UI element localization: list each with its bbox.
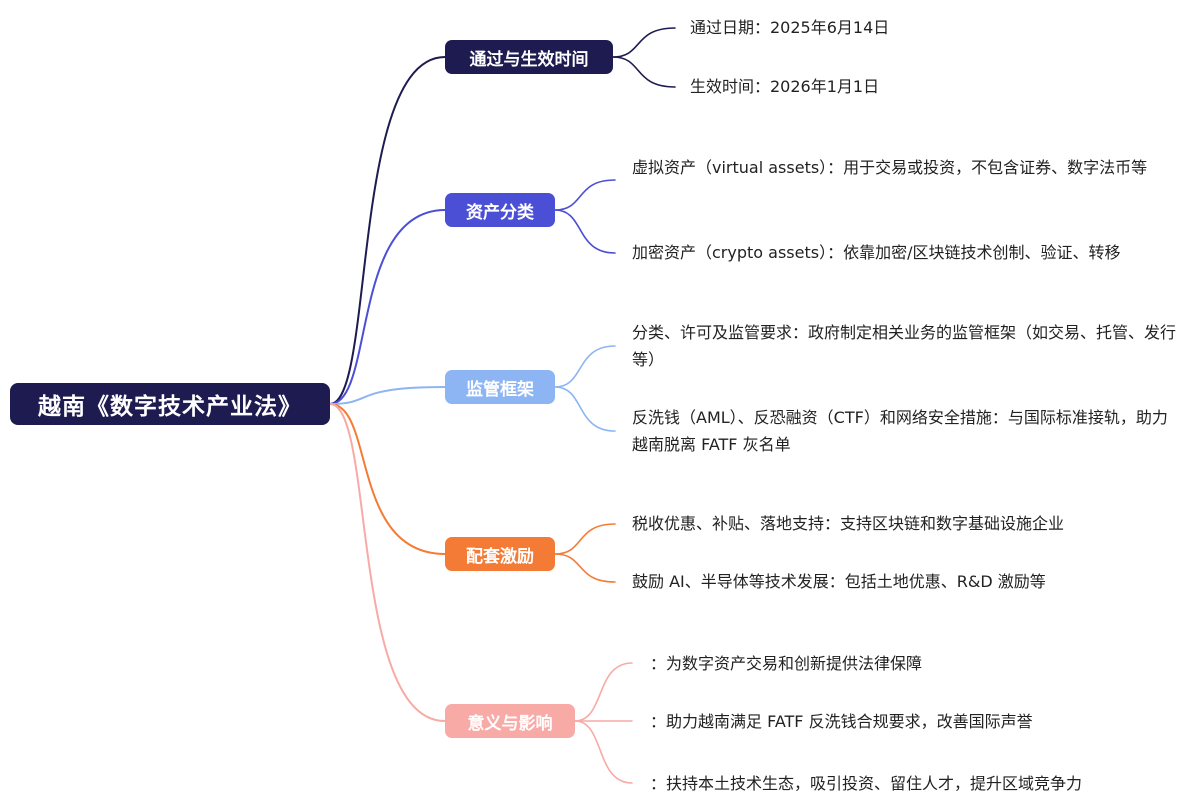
leaf-passed-date[interactable]: 通过日期：2025年6月14日 [690, 18, 890, 37]
leaf-tax-subsidies[interactable]: 税收优惠、补贴、落地支持：支持区块链和数字基础设施企业 [632, 514, 1065, 533]
leaf-link-3-1 [554, 553, 616, 583]
leaf-link-2-0 [554, 345, 616, 388]
leaf-legal-guarantee[interactable]: ：为数字资产交易和创新提供法律保障 [650, 654, 923, 673]
leaf-fatf-compliance[interactable]: ：助力越南满足 FATF 反洗钱合规要求，改善国际声誉 [650, 712, 1033, 731]
leaf-virtual-assets[interactable]: 虚拟资产（virtual assets）：用于交易或投资，不包含证券、数字法币等 [632, 158, 1148, 177]
leaf-link-1-1 [554, 209, 616, 254]
root-topic[interactable]: 越南《数字技术产业法》 [10, 383, 330, 425]
leaf-crypto-assets[interactable]: 加密资产（crypto assets）：依靠加密/区块链技术创制、验证、转移 [632, 243, 1121, 262]
root-link-4 [329, 403, 446, 722]
branch-significance[interactable]: 意义与影响 [445, 704, 575, 738]
leaf-local-ecosystem[interactable]: ：扶持本土技术生态，吸引投资、留住人才，提升区域竞争力 [650, 774, 1083, 793]
leaf-licensing-requirements[interactable]: 分类、许可及监管要求：政府制定相关业务的监管框架（如交易、托管、发行等） [632, 323, 1177, 369]
leaf-link-4-2 [574, 720, 633, 784]
leaf-ai-semiconductor[interactable]: 鼓励 AI、半导体等技术发展：包括土地优惠、R&D 激励等 [632, 572, 1046, 591]
branch-asset-classification[interactable]: 资产分类 [445, 193, 555, 227]
root-link-3 [329, 403, 446, 555]
leaf-effective-date[interactable]: 生效时间：2026年1月1日 [690, 77, 880, 96]
leaf-link-0-1 [612, 56, 676, 88]
root-link-2 [329, 386, 446, 405]
leaf-link-0-0 [612, 27, 676, 58]
leaf-aml-ctf-measures[interactable]: 反洗钱（AML）、反恐融资（CTF）和网络安全措施：与国际标准接轨，助力越南脱离… [632, 408, 1168, 454]
leaf-link-4-0 [574, 662, 633, 722]
branch-incentives[interactable]: 配套激励 [445, 537, 555, 571]
branch-regulatory-framework[interactable]: 监管框架 [445, 370, 555, 404]
root-link-0 [329, 56, 446, 405]
branch-effective-dates[interactable]: 通过与生效时间 [445, 40, 613, 74]
leaf-link-3-0 [554, 523, 616, 555]
leaf-link-2-1 [554, 386, 616, 432]
root-link-1 [329, 209, 446, 405]
leaf-link-1-0 [554, 179, 616, 211]
